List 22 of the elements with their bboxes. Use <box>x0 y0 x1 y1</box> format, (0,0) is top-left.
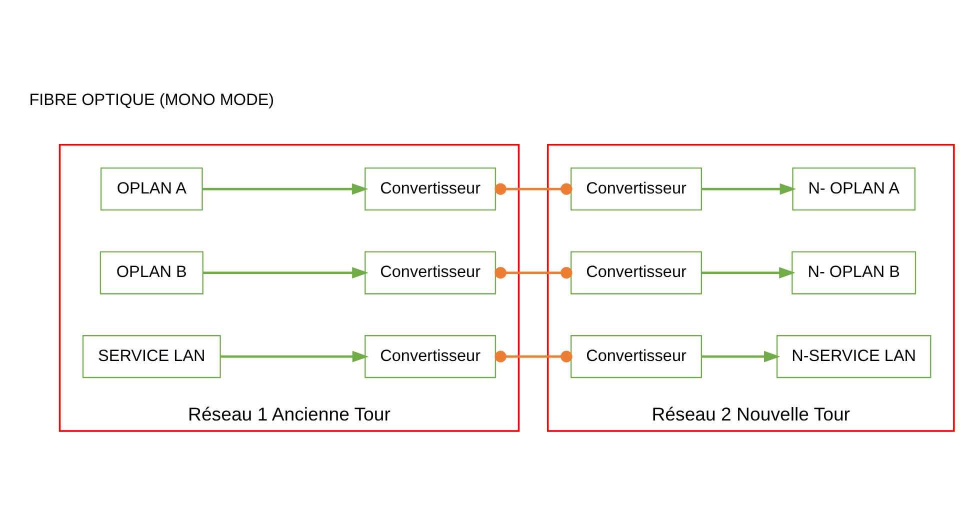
node-box: Convertisseur <box>570 250 702 294</box>
node-box: N- OPLAN A <box>792 167 916 210</box>
node-box: Convertisseur <box>570 167 702 210</box>
arrow <box>220 350 368 362</box>
node-box: N-SERVICE LAN <box>776 334 931 378</box>
connector <box>494 350 572 362</box>
arrow <box>700 266 795 278</box>
node-box: Convertisseur <box>364 334 496 378</box>
node-box: N- OPLAN B <box>791 250 916 294</box>
arrow <box>700 182 796 194</box>
connector <box>494 182 572 194</box>
node-box: Convertisseur <box>364 167 496 210</box>
node-box: OPLAN A <box>100 167 202 210</box>
arrow <box>202 182 368 194</box>
label: FIBRE OPTIQUE (MONO MODE) <box>28 90 274 108</box>
arrow <box>202 266 368 278</box>
node-box: OPLAN B <box>99 250 203 294</box>
connector <box>494 266 572 278</box>
node-box: Convertisseur <box>364 250 496 294</box>
arrow <box>700 350 780 362</box>
node-box: Convertisseur <box>570 334 702 378</box>
node-box: SERVICE LAN <box>82 334 220 378</box>
